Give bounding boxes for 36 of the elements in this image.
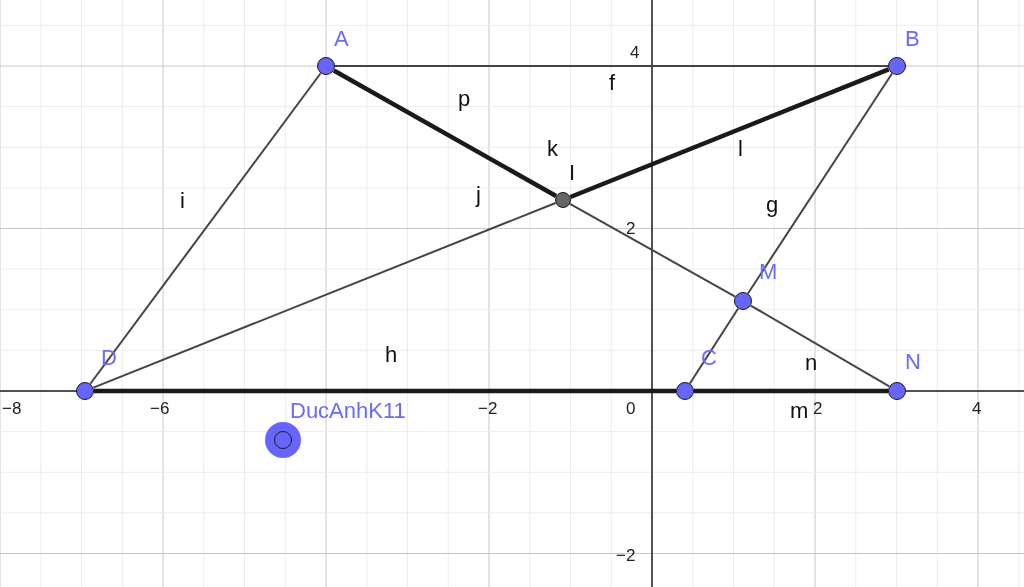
point-label: N: [905, 351, 921, 373]
line-segment: [569, 202, 737, 298]
line-segment: [688, 307, 740, 385]
segment-label: h: [385, 344, 398, 366]
line-segment: [334, 65, 889, 67]
line-segment: [749, 304, 891, 388]
axis-tick-label: 0: [626, 400, 636, 417]
line-segment: [92, 201, 557, 389]
point-label: DucAnhK11: [290, 400, 406, 422]
point-label: M: [759, 261, 778, 283]
point-label: A: [334, 28, 349, 50]
segment-label: m: [790, 400, 809, 422]
segment-label: f: [609, 72, 616, 94]
line-segment: [94, 388, 676, 394]
axis-tick-label: 2: [813, 400, 823, 417]
line-segment: [746, 72, 894, 295]
axis-tick-label: 2: [626, 220, 636, 237]
axis-tick-label: −2: [478, 400, 498, 417]
segment-label: i: [180, 190, 185, 212]
axis-tick-label: −8: [2, 400, 22, 417]
segment-label: j: [476, 184, 481, 206]
axis-tick-label: −6: [150, 400, 170, 417]
axis-tick-label: 4: [972, 400, 982, 417]
segment-label: k: [547, 138, 558, 160]
point-label: I: [569, 162, 576, 184]
line-segment: [694, 388, 888, 394]
segment-label: p: [458, 88, 471, 110]
segment-label: n: [805, 352, 818, 374]
segment-label: l: [738, 138, 743, 160]
segment-label: g: [766, 194, 779, 216]
line-segment: [89, 72, 322, 385]
point-label: B: [905, 28, 920, 50]
line-segment: [569, 67, 890, 200]
line-segment: [332, 68, 558, 199]
axis-tick-label: 4: [630, 44, 640, 61]
axis-tick-label: −2: [616, 547, 636, 564]
